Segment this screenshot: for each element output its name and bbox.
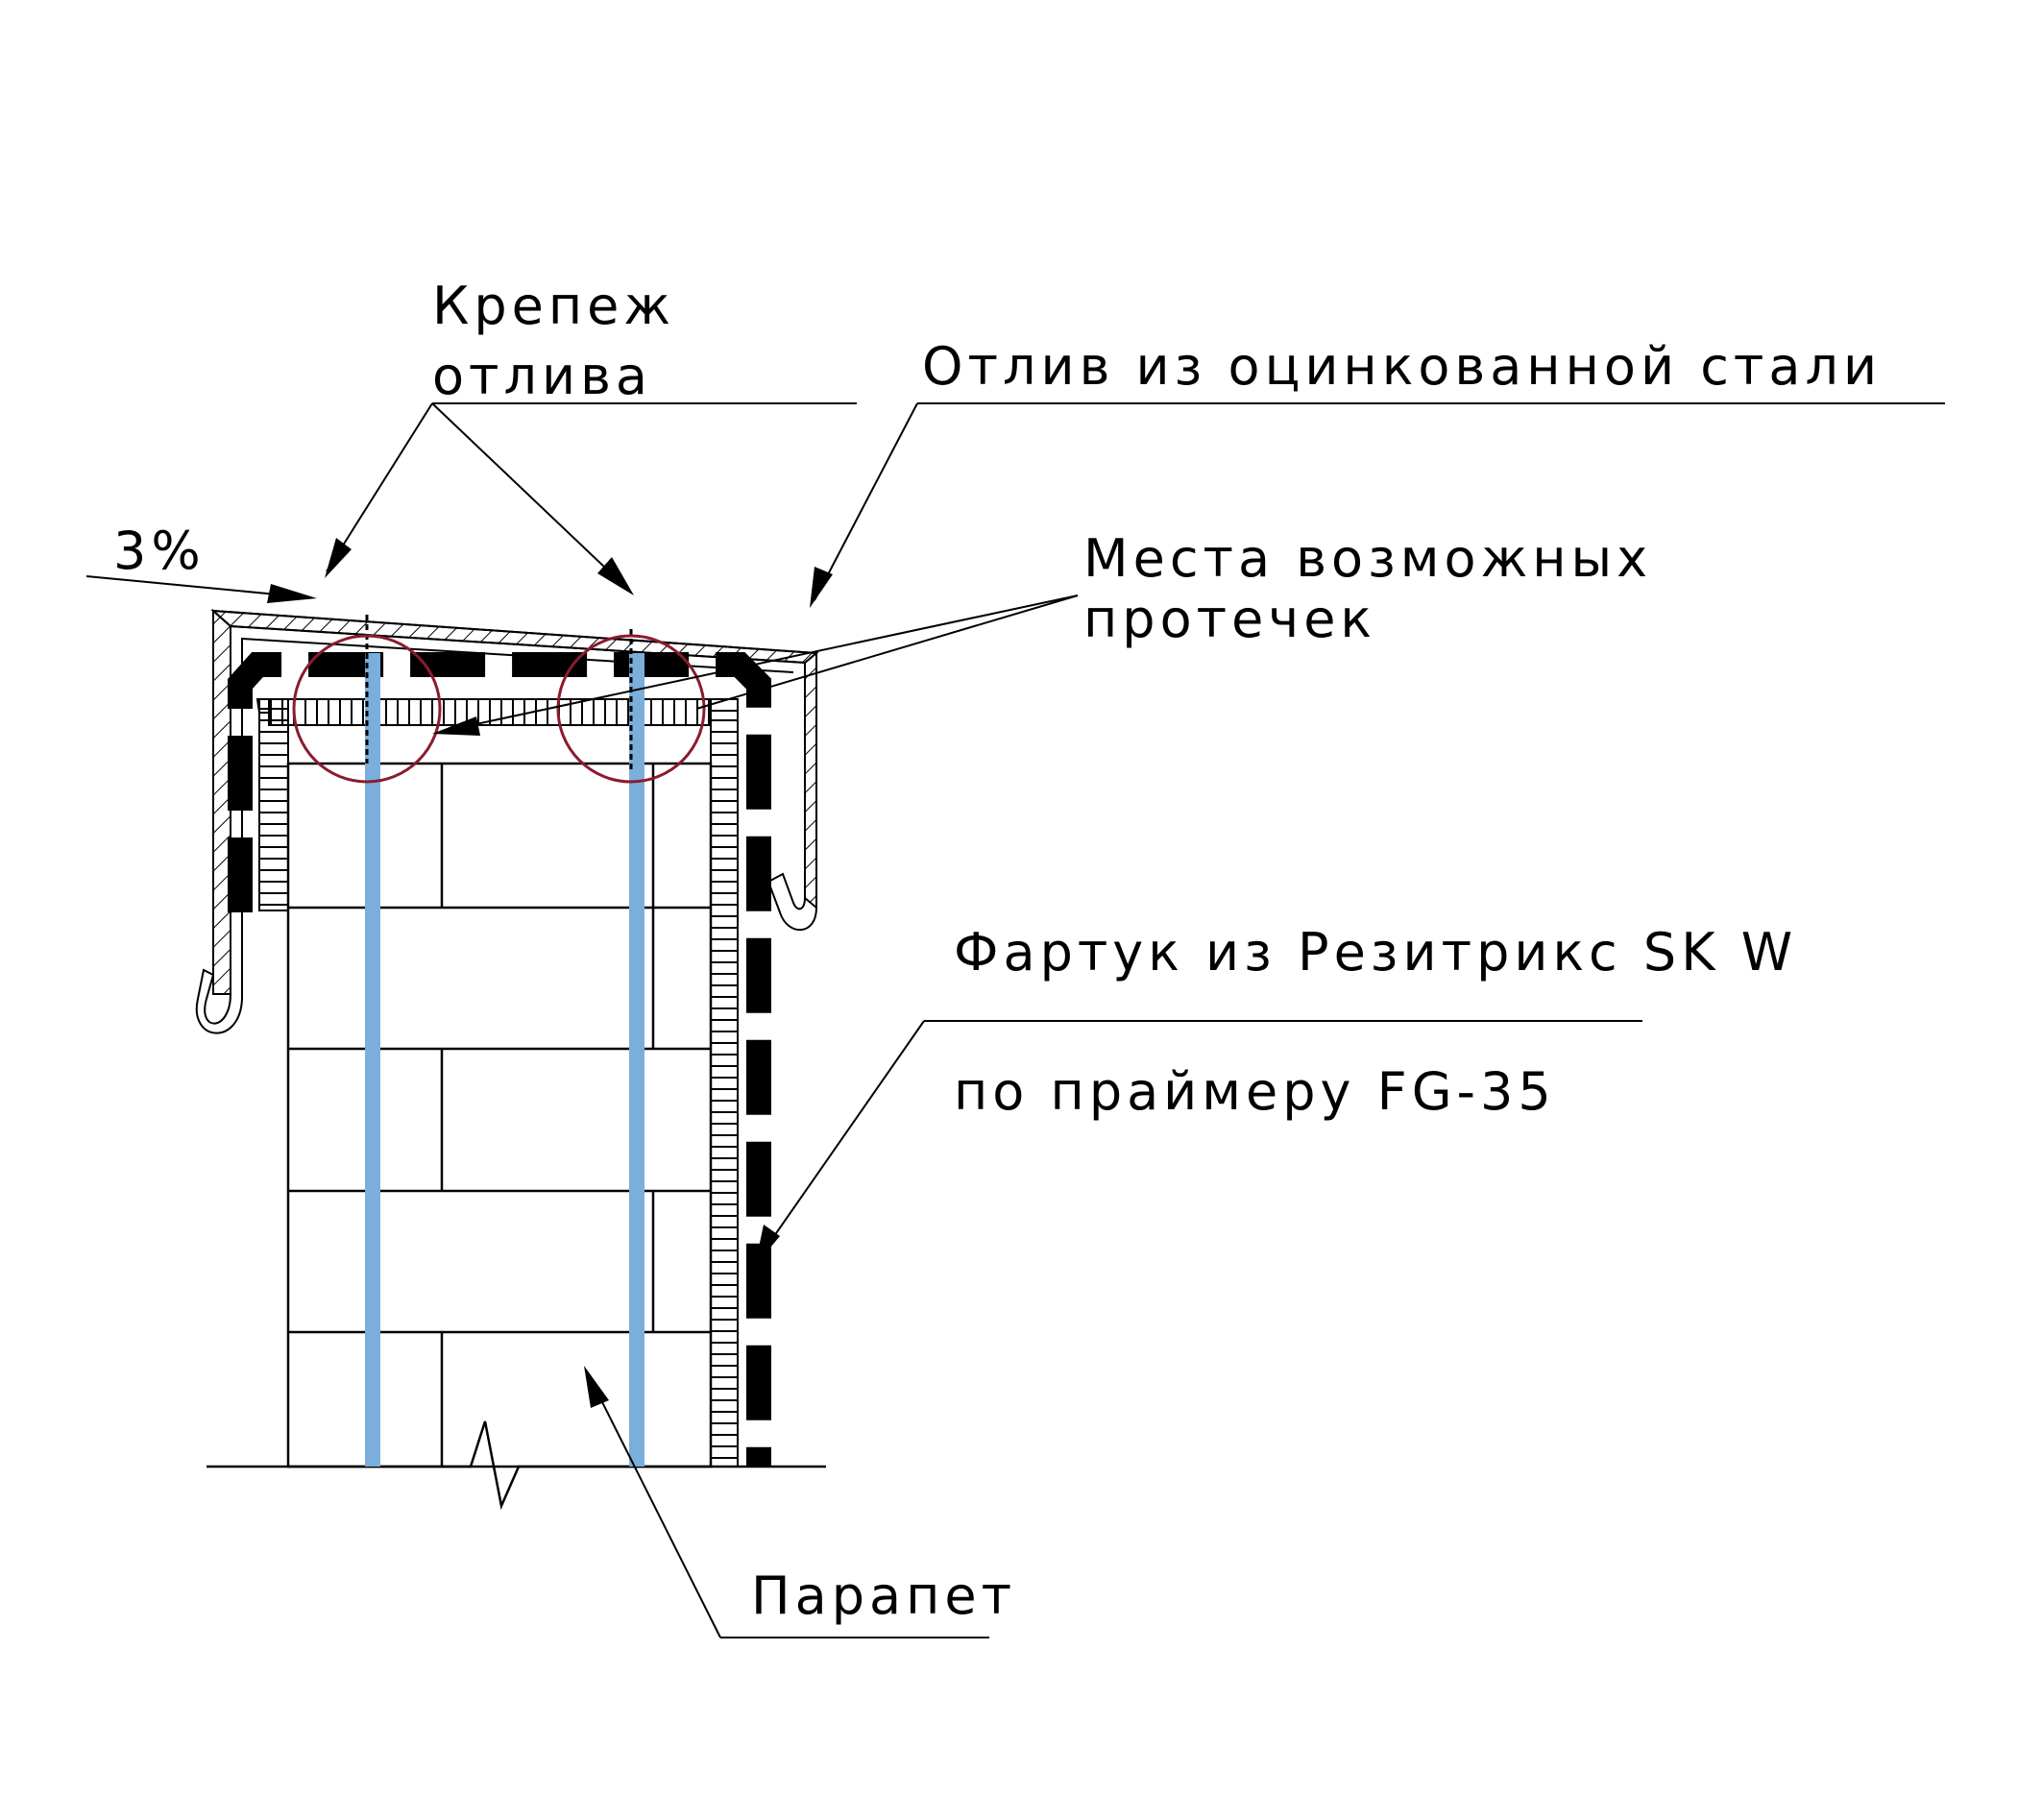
fastener-left <box>365 615 380 1467</box>
svg-text:Фартук из Резитрикс SK W: Фартук из Резитрикс SK W <box>954 922 1797 983</box>
svg-text:Места возможных: Места возможных <box>1083 528 1652 589</box>
leader-lines <box>85 402 1945 1638</box>
apron-membrane <box>228 652 771 1467</box>
svg-text:по праймеру FG-35: по праймеру FG-35 <box>954 1061 1556 1122</box>
brick-parapet <box>286 762 713 1468</box>
svg-text:Крепеж: Крепеж <box>432 276 675 336</box>
label-slope: 3% <box>113 521 206 581</box>
leak-circle-right <box>556 634 706 784</box>
leak-circle-left <box>292 634 442 784</box>
svg-text:отлива: отлива <box>432 346 652 406</box>
insulation-layer <box>255 698 739 1468</box>
svg-text:протечек: протечек <box>1083 589 1376 649</box>
label-fastener: Крепеж отлива <box>432 276 675 406</box>
label-apron: Фартук из Резитрикс SK W по праймеру FG-… <box>954 922 1797 1122</box>
fastener-right <box>629 629 644 1467</box>
label-drip-cap: Отлив из оцинкованной стали <box>922 336 1882 397</box>
label-leaks: Места возможных протечек <box>1083 528 1652 649</box>
drip-cap <box>195 608 819 1034</box>
arrowheads <box>267 538 833 1408</box>
label-parapet: Парапет <box>751 1565 1016 1626</box>
